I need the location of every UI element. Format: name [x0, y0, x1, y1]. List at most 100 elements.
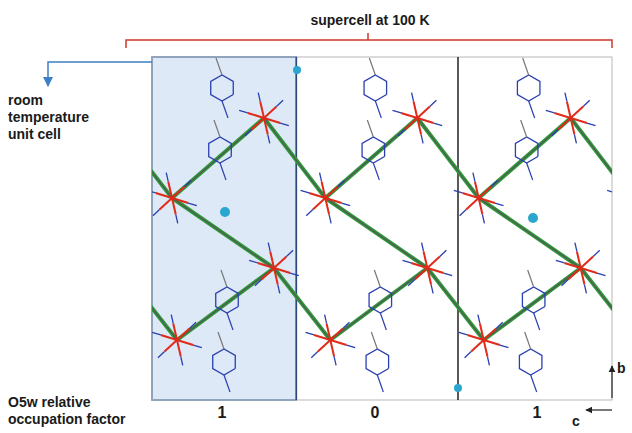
metal-bond	[177, 340, 193, 345]
ligand-arm	[373, 163, 379, 180]
ligand-arm	[220, 163, 226, 180]
metal-bond	[484, 340, 488, 357]
bridge-bond	[484, 268, 581, 340]
axis-label: c	[572, 413, 584, 430]
metal-bond	[309, 193, 325, 198]
metal-bond	[554, 113, 570, 118]
ligand-tip	[329, 215, 331, 224]
metal-bond	[156, 193, 172, 198]
ligand-tip	[342, 203, 351, 206]
metal-bond	[325, 198, 329, 215]
metal-bond	[417, 118, 433, 123]
water-oxygen	[528, 213, 538, 223]
metal-bond	[479, 198, 483, 215]
metal-bond	[248, 113, 264, 118]
metal-bond	[475, 181, 479, 198]
ligand-arm	[375, 101, 381, 118]
ligand-tip	[278, 285, 280, 294]
ligand-tip	[153, 210, 160, 216]
metal-bond	[414, 101, 418, 118]
bridge-bond	[325, 118, 417, 198]
metal-bond	[424, 251, 428, 268]
metal-bond	[313, 198, 325, 210]
metal-bond	[581, 268, 585, 285]
metal-bond	[427, 268, 443, 273]
cell-boundary	[296, 57, 298, 400]
ligand-tip	[300, 190, 309, 193]
ligand-arm	[521, 120, 527, 137]
ligand-tip	[184, 180, 191, 186]
ligand-tip	[583, 100, 590, 106]
water-oxygen	[220, 207, 230, 217]
bridge-bond	[325, 118, 417, 198]
metal-bond	[252, 118, 264, 130]
ligand-ring	[211, 75, 234, 101]
bridge-bond	[330, 268, 427, 340]
ligand-tip	[408, 280, 415, 286]
ligand-arm	[377, 375, 383, 392]
ligand-arm	[222, 101, 228, 118]
ligand-tip	[593, 250, 600, 256]
metal-bond	[467, 335, 483, 340]
bridge-bond	[177, 268, 274, 340]
ligand-arm	[380, 313, 386, 330]
metal-bond	[262, 268, 274, 280]
ligand-tip	[495, 203, 504, 206]
ligand-arm	[371, 332, 377, 349]
bridge-bond	[264, 118, 325, 198]
ligand-ring	[515, 137, 538, 163]
room-temperature-cell	[152, 57, 296, 400]
metal-bond	[173, 323, 177, 340]
ligand-tip	[496, 322, 503, 328]
ligand-arm	[534, 313, 540, 330]
ligand-tip	[575, 243, 577, 252]
metal-bond	[577, 251, 581, 268]
metal-bond	[484, 328, 496, 340]
bridge-bond	[172, 118, 264, 198]
bridge-bond	[152, 268, 177, 340]
ligand-tip	[152, 190, 156, 193]
ligand-tip	[305, 332, 314, 335]
ligand-ring	[369, 287, 392, 313]
bridge-bond	[330, 268, 427, 340]
metal-bond	[411, 263, 427, 268]
bridge-bond	[479, 118, 571, 198]
axis-arrow	[586, 409, 612, 410]
metal-bond	[462, 193, 478, 198]
metal-bond	[260, 101, 264, 118]
metal-bond	[258, 263, 274, 268]
metal-bond	[571, 118, 575, 135]
ligand-tip	[320, 173, 322, 182]
ligand-tip	[392, 110, 401, 113]
ligand-arm	[531, 375, 537, 392]
metal-bond	[270, 251, 274, 268]
bridge-bond	[152, 118, 172, 198]
ligand-tip	[574, 135, 576, 144]
cell-label: room temperature unit cell	[8, 92, 100, 143]
metal-bond	[264, 118, 280, 123]
metal-bond	[401, 113, 417, 118]
ligand-arm	[525, 332, 531, 349]
ligand-tip	[478, 315, 480, 324]
bridge-bond	[427, 268, 483, 340]
ligand-tip	[430, 100, 437, 106]
ligand-tip	[491, 180, 498, 186]
bridge-bond	[417, 118, 478, 198]
bridge-bond	[325, 198, 427, 268]
ligand-tip	[276, 100, 283, 106]
ligand-tip	[181, 357, 183, 366]
bridge-bond	[479, 198, 581, 268]
ligand-ring	[366, 349, 389, 375]
ligand-tip	[334, 357, 336, 366]
cell-boundary	[457, 57, 459, 400]
bridge-bond	[427, 268, 483, 340]
bridge-bond	[581, 268, 612, 340]
metal-bond	[327, 323, 331, 340]
ligand-tip	[465, 352, 472, 358]
ligand-ring	[216, 287, 239, 313]
ligand-arm	[367, 120, 373, 137]
metal-bond	[314, 335, 330, 340]
metal-bond	[571, 118, 587, 123]
bridge-bond	[479, 118, 571, 198]
metal-bond	[415, 268, 427, 280]
